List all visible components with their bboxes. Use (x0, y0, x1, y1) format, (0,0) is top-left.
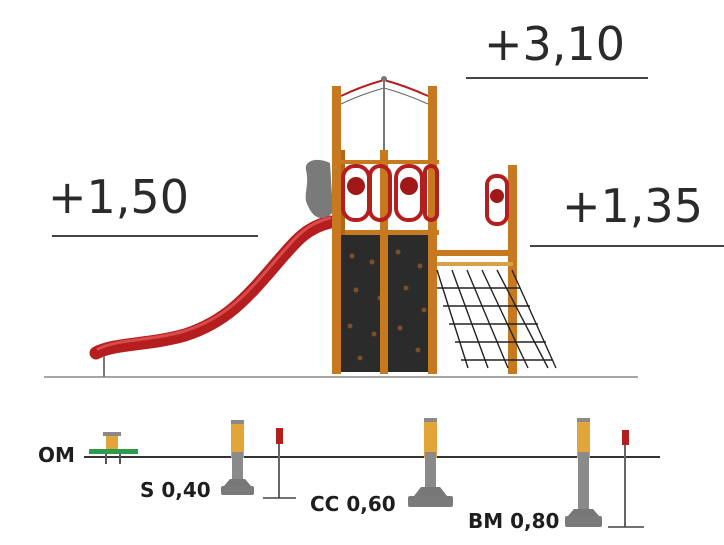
side-platform-deck-lower (437, 262, 513, 266)
tower-window-panels (341, 164, 439, 222)
height-annotation-platform: +1,35 (530, 179, 724, 247)
foundation-label-s: S 0,40 (140, 478, 211, 502)
tower-upper-rail (333, 160, 439, 164)
om-post-stub (106, 434, 118, 449)
climbing-hold (371, 331, 377, 337)
net-rope (436, 269, 469, 369)
cc-concrete-shaft (425, 452, 436, 488)
s-post (231, 420, 244, 458)
climbing-hold (415, 347, 421, 353)
cc-post-top (424, 418, 437, 422)
side-platform-deck (437, 250, 513, 256)
om-post-cap (103, 432, 121, 436)
side-platform (436, 165, 557, 374)
foundation-label-bm: BM 0,80 (468, 509, 559, 533)
s-concrete-foot (221, 486, 254, 495)
height-annotation-tower: +3,10 (466, 17, 648, 79)
window-panel (423, 164, 439, 222)
foundation-cc: CC 0,60 (310, 418, 453, 516)
s-metal-post (276, 428, 283, 444)
side-platform-rail-panel (485, 174, 509, 226)
cc-concrete-foot (408, 496, 453, 507)
side-platform-post (508, 165, 517, 374)
net-rope (451, 269, 489, 369)
climbing-hold (417, 263, 423, 269)
s-concrete-shaft (232, 452, 243, 482)
foundation-om: OM (38, 432, 138, 467)
height-label-platform: +1,35 (562, 179, 703, 233)
foundation-label-om: OM (38, 443, 75, 467)
climbing-hold (353, 287, 359, 293)
window-disc (400, 177, 418, 195)
slide-hood (305, 159, 333, 219)
s-post-top (231, 420, 244, 424)
net-rope (511, 269, 557, 369)
climbing-hold (369, 259, 375, 265)
foundation-s: S 0,40 (140, 420, 296, 502)
side-rail-disc (490, 189, 504, 203)
height-label-tower: +3,10 (484, 17, 625, 71)
bm-metal-post (622, 430, 629, 445)
height-annotation-slide: +1,50 (48, 170, 258, 237)
bm-concrete-foot (565, 516, 602, 527)
cc-concrete-base (414, 487, 447, 496)
climbing-hold (357, 355, 363, 361)
slide-chute (89, 215, 337, 360)
slide (89, 159, 337, 377)
s-concrete-base (224, 479, 251, 486)
tower (332, 76, 439, 374)
bm-post-top (577, 418, 590, 422)
slide-chute-highlight (96, 216, 332, 351)
climbing-hold (403, 285, 409, 291)
window-panel (394, 164, 424, 222)
net-rope (466, 269, 509, 369)
net-rope (481, 269, 529, 369)
tower-post-left (332, 86, 341, 374)
climbing-net (436, 269, 557, 369)
climbing-hold (421, 307, 427, 313)
foundation-bm: BM 0,80 (468, 418, 644, 533)
bm-concrete-base (568, 509, 599, 516)
bm-post (577, 418, 590, 458)
climbing-hold (397, 325, 403, 331)
tower-post-mid (380, 150, 388, 374)
height-label-slide: +1,50 (48, 170, 189, 224)
bm-concrete-shaft (578, 452, 589, 510)
climbing-hold (395, 249, 401, 255)
foundation-label-cc: CC 0,60 (310, 492, 396, 516)
window-disc (347, 177, 365, 195)
cc-post (424, 418, 437, 458)
climbing-hold (349, 253, 355, 259)
net-rope (496, 269, 549, 369)
om-ground-plate (89, 449, 138, 454)
tower-pole-cap (381, 76, 387, 82)
tower-post-right (428, 86, 437, 374)
window-panel (368, 164, 392, 222)
climbing-hold (347, 323, 353, 329)
